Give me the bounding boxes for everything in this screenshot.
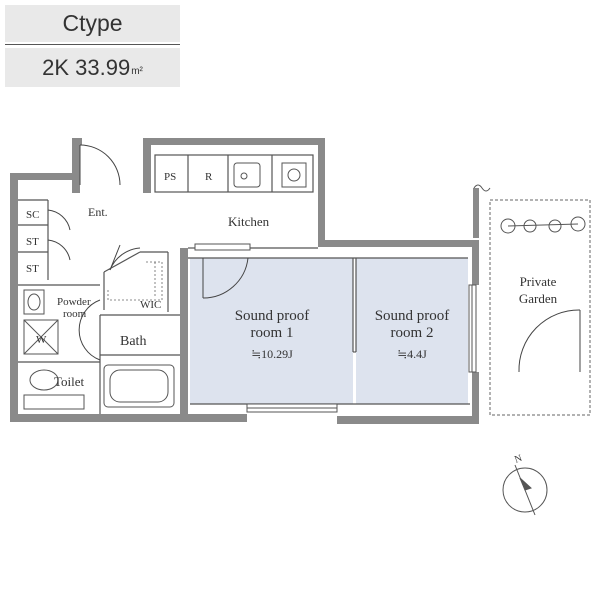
label-room2-size: ≒4.4J — [397, 347, 427, 361]
washer-box — [23, 319, 59, 355]
windows — [194, 243, 477, 413]
label-room2-line1: Sound proof — [375, 308, 450, 324]
compass-icon — [502, 464, 548, 516]
kitchen-stove — [281, 162, 307, 188]
label-toilet: Toilet — [54, 374, 85, 389]
doors — [47, 144, 581, 373]
label-room2-line2: room 2 — [391, 325, 434, 341]
garden-fence — [489, 199, 591, 416]
label-st-1: ST — [26, 236, 39, 248]
label-bath: Bath — [120, 334, 146, 349]
toilet-fixture — [23, 369, 85, 410]
label-entrance: Ent. — [88, 205, 108, 219]
compass-north-label: N — [513, 453, 524, 466]
bicycle-icon — [500, 216, 586, 234]
kitchen-sink — [233, 162, 261, 188]
label-r: R — [205, 171, 213, 183]
area-unit: m² — [131, 66, 143, 77]
label-washer: W — [36, 334, 47, 346]
label-powder-1: Powder — [57, 296, 91, 308]
label-powder-2: room — [63, 308, 87, 320]
label-garden-2: Garden — [519, 291, 558, 306]
basin — [23, 289, 45, 315]
room1-fill — [190, 258, 353, 404]
label-sc: SC — [26, 209, 39, 221]
garden-break — [473, 184, 491, 192]
label-kitchen: Kitchen — [228, 214, 270, 229]
label-room1-size: ≒10.29J — [251, 347, 293, 361]
type-label: Ctype — [62, 10, 123, 36]
header-divider — [5, 44, 180, 45]
area-value: 33.99 — [75, 54, 131, 80]
bathtub — [103, 364, 175, 408]
label-wic: WIC — [140, 299, 161, 311]
label-room1-line1: Sound proof — [235, 308, 310, 324]
outer-walls — [10, 138, 479, 424]
label-garden-1: Private — [520, 274, 557, 289]
label-st-2: ST — [26, 263, 39, 275]
type-label-box: Ctype — [5, 5, 180, 42]
wic-shelf — [107, 261, 163, 301]
label-ps: PS — [164, 171, 176, 183]
layout-label: 2K — [42, 54, 70, 80]
room2-fill — [356, 258, 468, 404]
label-room1-line2: room 1 — [251, 325, 294, 341]
